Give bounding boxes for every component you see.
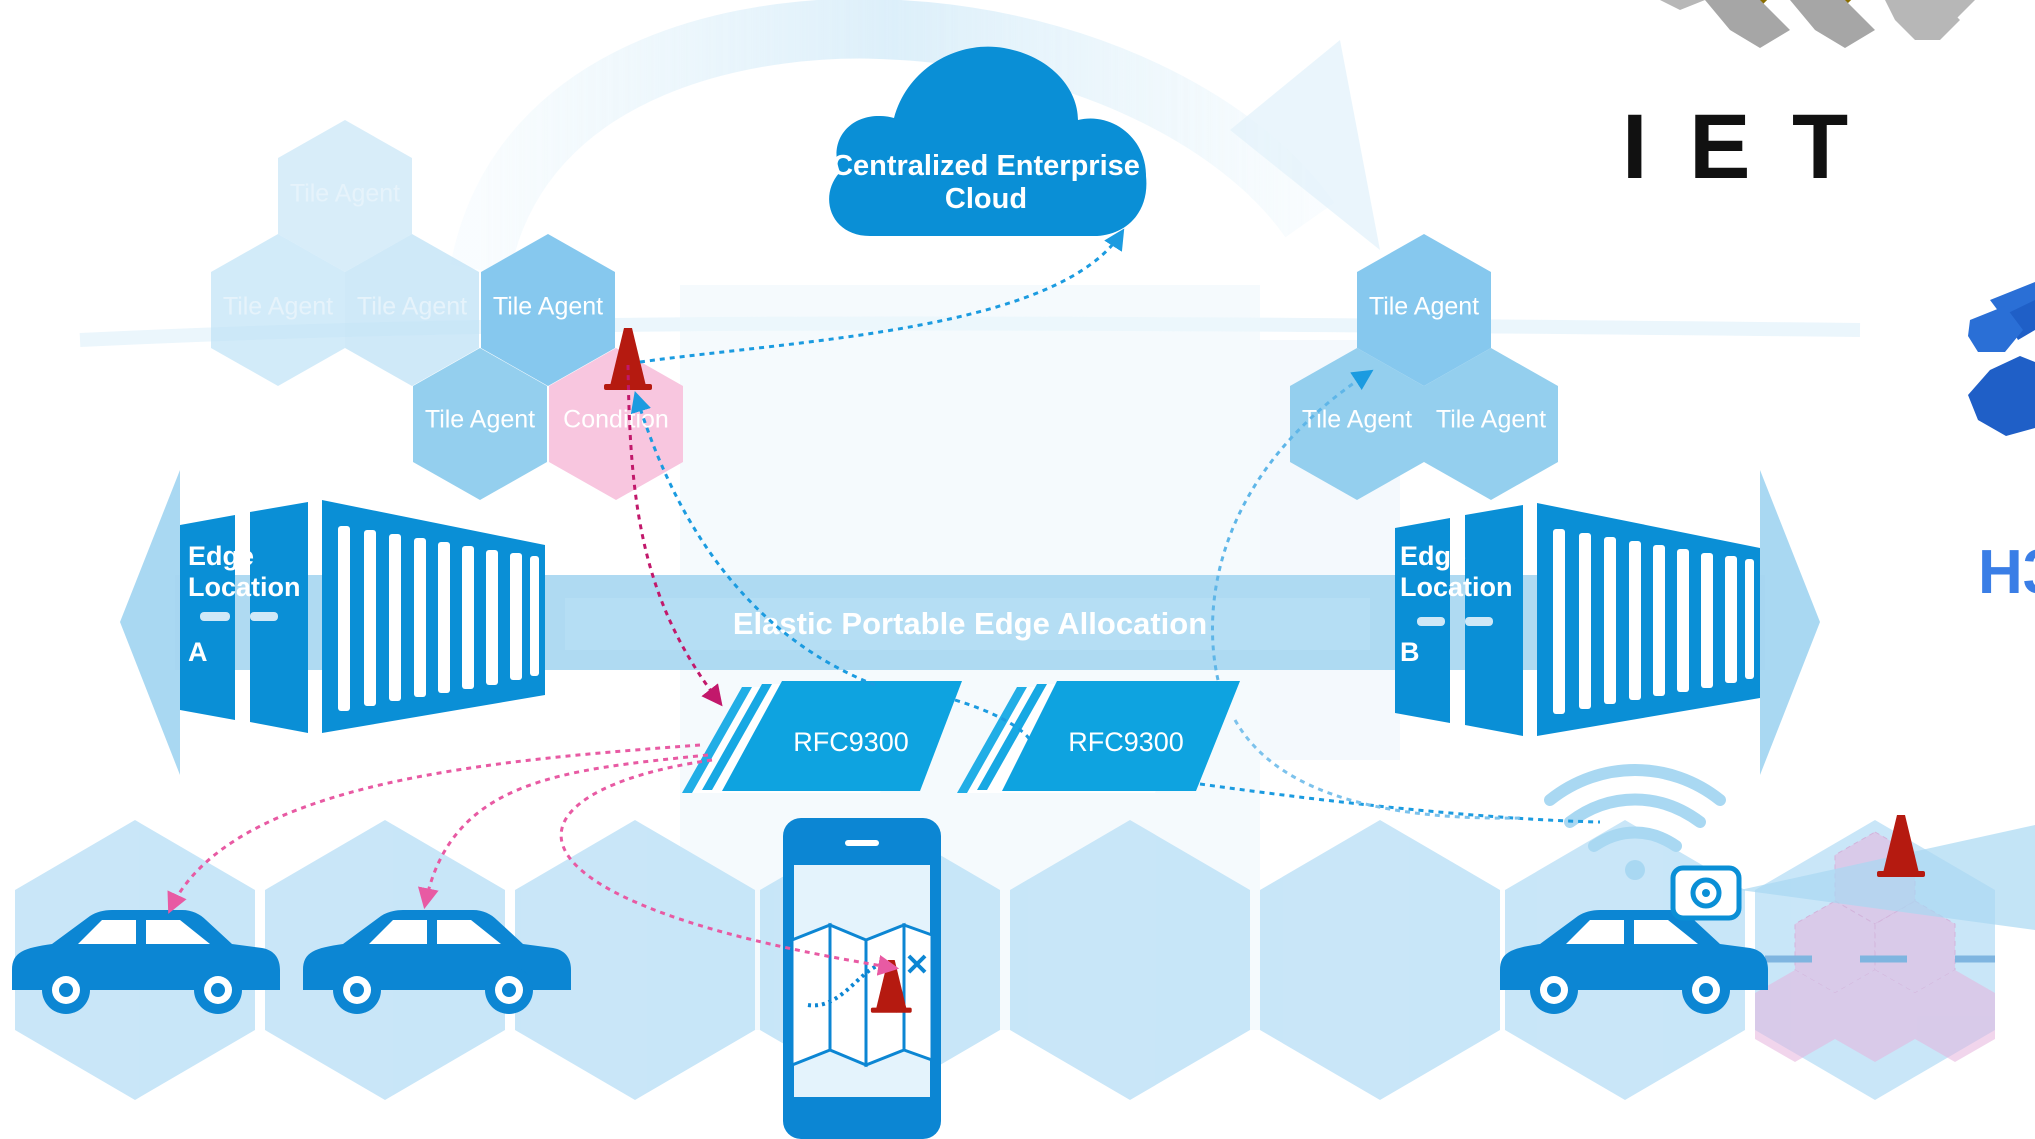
- band-right-arrow: [1760, 470, 1820, 775]
- condition-label: Condition: [563, 406, 669, 434]
- tile-agent-hex: [1357, 234, 1491, 386]
- rfc9300-stack-right: RFC9300: [957, 681, 1240, 793]
- cloud-label-line2: Cloud: [945, 183, 1027, 215]
- tile-agent-label: Tile Agent: [1369, 293, 1479, 321]
- rfc9300-label: RFC9300: [1068, 727, 1184, 757]
- rfc9300-label: RFC9300: [793, 727, 909, 757]
- tile-agent-hex: [345, 234, 479, 386]
- edge-b-line3: B: [1400, 637, 1420, 667]
- map-icon: ✕: [790, 922, 934, 1068]
- tile-agent-label: Tile Agent: [425, 406, 535, 434]
- tile-agent-hex: [481, 234, 615, 386]
- tile-agent-hex: [1290, 348, 1424, 500]
- ground-hex: [1010, 820, 1250, 1100]
- tile-agent-label: Tile Agent: [1436, 406, 1546, 434]
- band-title: Elastic Portable Edge Allocation: [733, 606, 1207, 641]
- ground-hex: [1260, 820, 1500, 1100]
- edge-location-a: Edge Location A: [180, 500, 545, 733]
- ietf-logo: I E T: [1622, 0, 1975, 198]
- tile-agent-label: Tile Agent: [223, 293, 333, 321]
- svg-text:✕: ✕: [904, 949, 929, 982]
- band-left-arrow: [120, 470, 180, 775]
- edge-b-line2: Location: [1400, 572, 1513, 602]
- tile-agent-label: Tile Agent: [493, 293, 603, 321]
- edge-b-line1: Edge: [1400, 541, 1466, 571]
- edge-location-b: Edge Location B: [1395, 503, 1760, 736]
- dotted-connectors: [167, 228, 1601, 976]
- smartphone-icon: ✕: [783, 818, 941, 1139]
- ground-hex: [515, 820, 755, 1100]
- tile-agent-cluster-left: Tile Agent Tile Agent Tile Agent Tile Ag…: [211, 120, 683, 500]
- h3-wordmark: H3: [1978, 538, 2035, 607]
- edge-a-line3: A: [188, 637, 208, 667]
- h3-logo: H3: [1968, 282, 2035, 607]
- cloud-icon: Centralized Enterprise Cloud: [829, 46, 1147, 237]
- camera-icon: [1670, 865, 1742, 921]
- tile-agent-label: Tile Agent: [357, 293, 467, 321]
- edge-a-line1: Edge: [188, 541, 254, 571]
- tile-agent-hex: [278, 120, 412, 272]
- tile-agent-hex: [1424, 348, 1558, 500]
- rfc9300-stack-left: RFC9300: [682, 681, 962, 793]
- tile-agent-hex: [413, 348, 547, 500]
- cloud-label-line1: Centralized Enterprise: [832, 150, 1140, 182]
- edge-a-line2: Location: [188, 572, 301, 602]
- camera-beam: [1740, 825, 2035, 930]
- ietf-wordmark: I E T: [1622, 96, 1856, 198]
- tile-agent-label: Tile Agent: [290, 180, 400, 208]
- tile-agent-cluster-right: Tile Agent Tile Agent Tile Agent: [1290, 234, 1558, 500]
- wifi-icon: [1544, 764, 1726, 880]
- tile-agent-hex: [211, 234, 345, 386]
